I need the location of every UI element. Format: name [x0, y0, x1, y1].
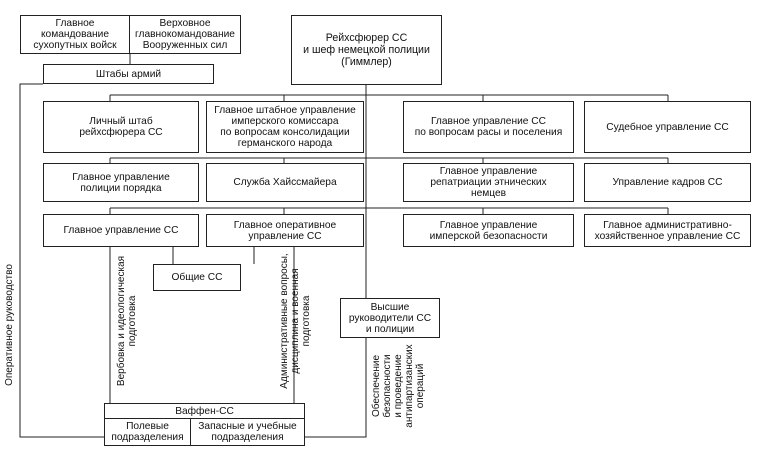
heissmeyer-box: Служба Хайссмайера	[206, 163, 364, 202]
general-ss-box: Общие СС	[153, 264, 241, 291]
personnel-box: Управление кадров СС	[584, 163, 751, 202]
ss-main-office-box: Главное управление СС	[43, 214, 199, 247]
security-label: Обеспечение безопасности и проведение ан…	[371, 344, 426, 428]
recruitment-label: Вербовка и идеологическая подготовка	[116, 255, 138, 387]
ground-command-box: Главное командование сухопутных войск	[20, 15, 130, 54]
reserve-units-box: Запасные и учебные подразделения	[190, 418, 305, 446]
reich-security-box: Главное управление имперской безопасност…	[403, 214, 574, 247]
reichsfuhrer-box: Рейхсфюрер СС и шеф немецкой полиции (Ги…	[291, 15, 442, 85]
admin-economic-box: Главное административно- хозяйственное у…	[584, 214, 751, 247]
repatriation-box: Главное управление репатриации этнически…	[403, 163, 574, 202]
waffen-ss-box: Ваффен-СС	[104, 403, 305, 419]
judicial-box: Судебное управление СС	[584, 101, 751, 153]
race-settlement-box: Главное управление СС по вопросам расы и…	[403, 101, 574, 153]
operational-leadership-label: Оперативное руководство	[4, 264, 15, 386]
field-units-box: Полевые подразделения	[104, 418, 191, 446]
personal-staff-box: Личный штаб рейхсфюрера СС	[43, 101, 199, 153]
higher-leaders-box: Высшие руководители СС и полиции	[340, 298, 440, 338]
order-police-box: Главное управление полиции порядка	[43, 163, 199, 202]
admin-issues-label: Административные вопросы, дисциплина и в…	[279, 253, 312, 389]
operational-office-box: Главное оперативное управление СС	[206, 214, 364, 247]
army-staffs-box: Штабы армий	[43, 64, 214, 84]
supreme-command-box: Верховное главнокомандование Вооруженных…	[129, 15, 241, 54]
main-staff-commissar-box: Главное штабное управление имперского ко…	[206, 101, 364, 153]
